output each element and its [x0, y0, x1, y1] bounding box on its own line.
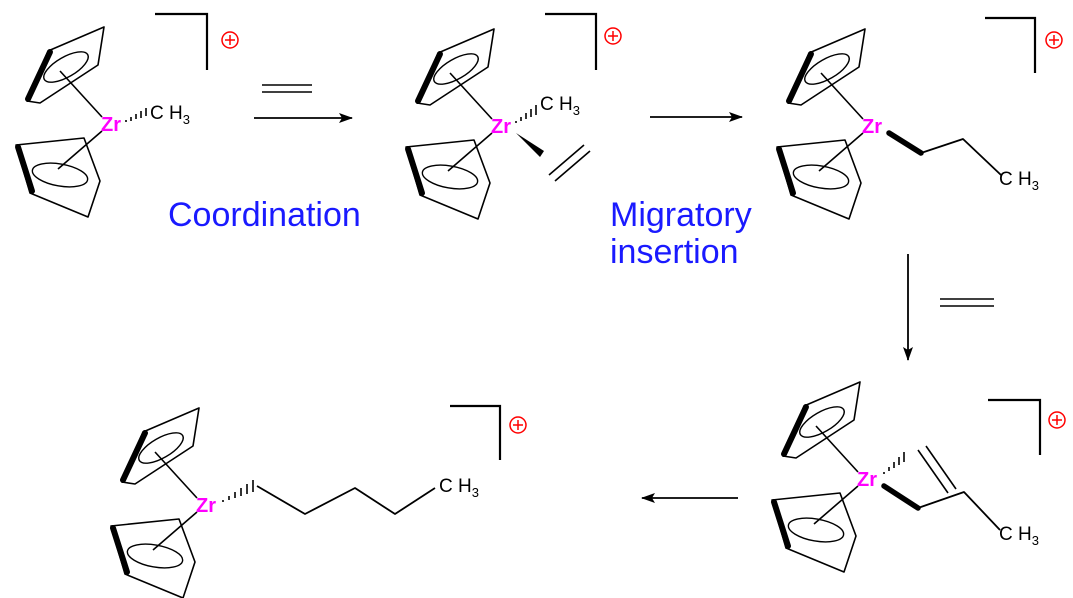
- coordinated-ethylene: [548, 144, 591, 182]
- zr-atom-label: Zr: [196, 495, 216, 517]
- bracket-3: [985, 16, 1037, 73]
- label-insertion: insertion: [610, 233, 739, 271]
- hashed-wedge-bond: [222, 480, 254, 502]
- zr-atom-label: Zr: [862, 116, 882, 138]
- charge-4: [1048, 411, 1066, 429]
- methyl-label: C H3: [540, 94, 580, 118]
- wedge-bond: [881, 483, 921, 511]
- label-coordination: Coordination: [168, 196, 361, 234]
- molecule-1: Zr C H3: [16, 27, 190, 217]
- methyl-label: C H3: [439, 476, 479, 500]
- bracket-1: [155, 12, 209, 70]
- zr-atom-label: Zr: [101, 114, 121, 136]
- wedge-bond: [886, 130, 924, 156]
- zr-atom-label: Zr: [491, 116, 511, 138]
- ethylene-reagent-2: [940, 298, 994, 307]
- hashed-wedge-bond: [515, 105, 537, 123]
- bracket-4: [988, 398, 1042, 455]
- hashed-wedge-bond: [883, 452, 905, 474]
- bracket-5: [450, 404, 502, 460]
- methyl-label: C H3: [150, 103, 190, 127]
- propyl-chain: [917, 491, 1001, 531]
- wedge-bond: [516, 133, 544, 157]
- charge-2: [604, 27, 622, 45]
- hashed-wedge-bond: [125, 108, 147, 122]
- coordinated-ethylene: [917, 445, 957, 494]
- methyl-label: C H3: [999, 169, 1039, 193]
- charge-1: [221, 31, 239, 49]
- molecule-4: Zr C H3: [772, 382, 1039, 572]
- methyl-label: C H3: [999, 524, 1039, 548]
- molecule-3: Zr C H3: [777, 29, 1039, 219]
- zr-atom-label: Zr: [857, 469, 877, 491]
- molecule-2: Zr C H3: [406, 29, 591, 219]
- ethylene-reagent-1: [262, 84, 312, 93]
- bracket-2: [545, 12, 598, 70]
- charge-5: [509, 416, 527, 434]
- pentyl-chain: [256, 485, 436, 515]
- propyl-chain: [920, 138, 1002, 176]
- charge-3: [1045, 31, 1063, 49]
- molecule-5: Zr C H3: [111, 408, 479, 598]
- label-migratory: Migratory: [610, 196, 752, 234]
